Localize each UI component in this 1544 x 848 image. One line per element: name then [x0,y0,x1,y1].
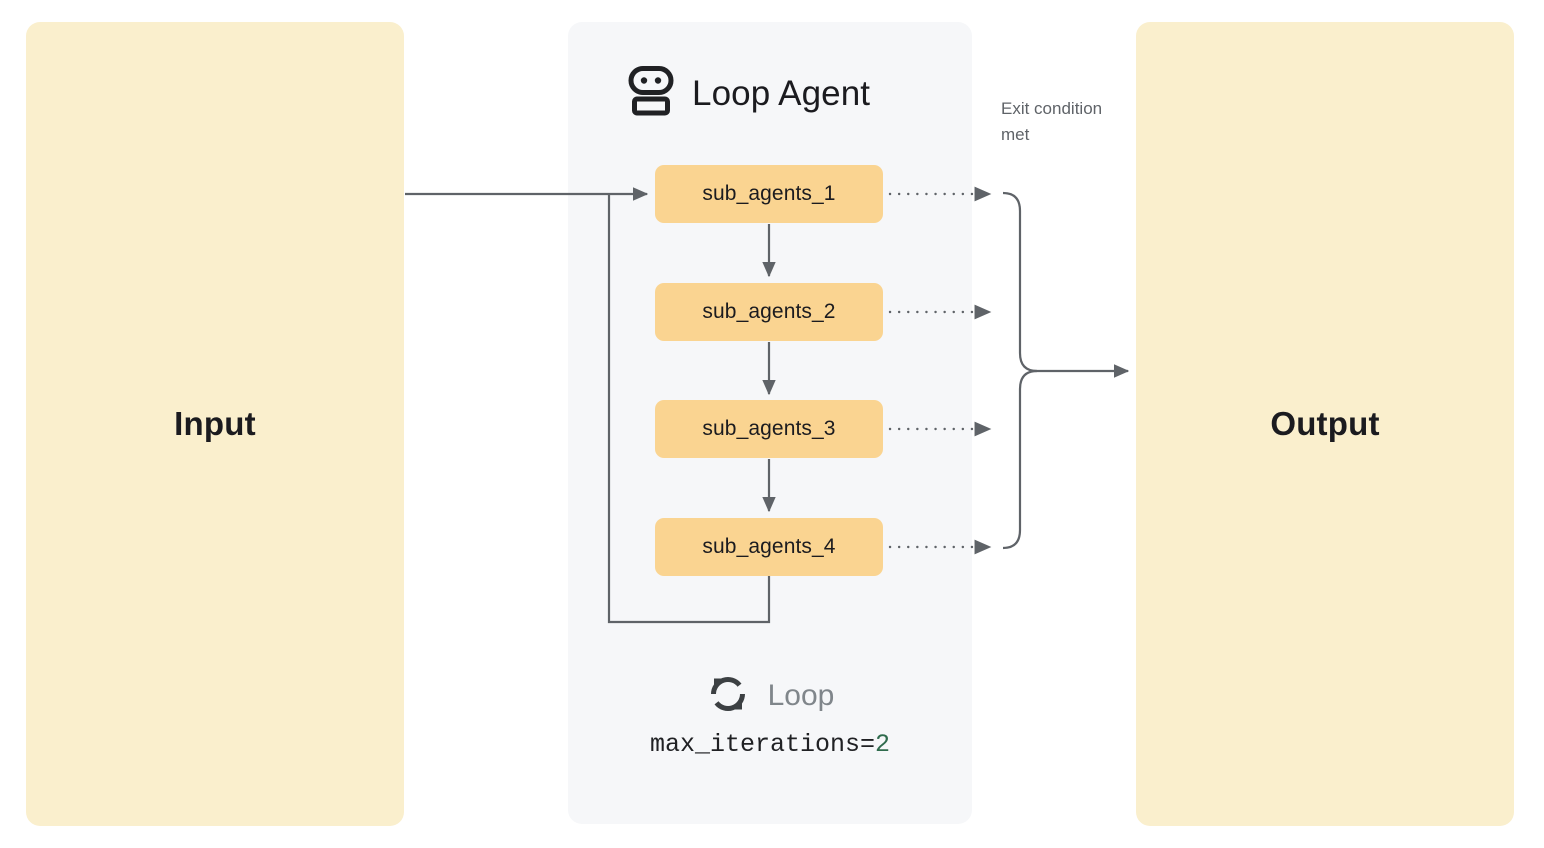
output-panel: Output [1136,22,1514,826]
max-iterations-row: max_iterations=2 [568,730,972,759]
max-iterations-value: 2 [875,730,891,759]
loop-agent-title: Loop Agent [692,73,871,113]
input-label: Input [174,405,256,442]
sub-agent-box-2[interactable]: sub_agents_2 [655,283,883,341]
loop-refresh-icon [706,672,750,721]
wire-exit-collector [1002,191,1038,550]
loop-agent-header: Loop Agent [628,64,870,122]
input-panel: Input [26,22,404,826]
robot-icon [628,65,674,121]
output-label: Output [1270,405,1380,442]
loop-row: Loop [568,668,972,724]
sub-agent-box-4[interactable]: sub_agents_4 [655,518,883,576]
max-iterations-key: max_iterations= [649,730,876,759]
sub-agent-label: sub_agents_1 [702,182,836,205]
sub-agent-box-3[interactable]: sub_agents_3 [655,400,883,458]
exit-condition-note: Exit condition met [1001,99,1103,144]
loop-footer: Loop max_iterations=2 [568,668,972,759]
loop-label: Loop [767,679,835,712]
sub-agent-label: sub_agents_3 [702,417,836,440]
sub-agent-label: sub_agents_2 [702,300,836,323]
sub-agent-box-1[interactable]: sub_agents_1 [655,165,883,223]
sub-agent-label: sub_agents_4 [702,535,836,558]
